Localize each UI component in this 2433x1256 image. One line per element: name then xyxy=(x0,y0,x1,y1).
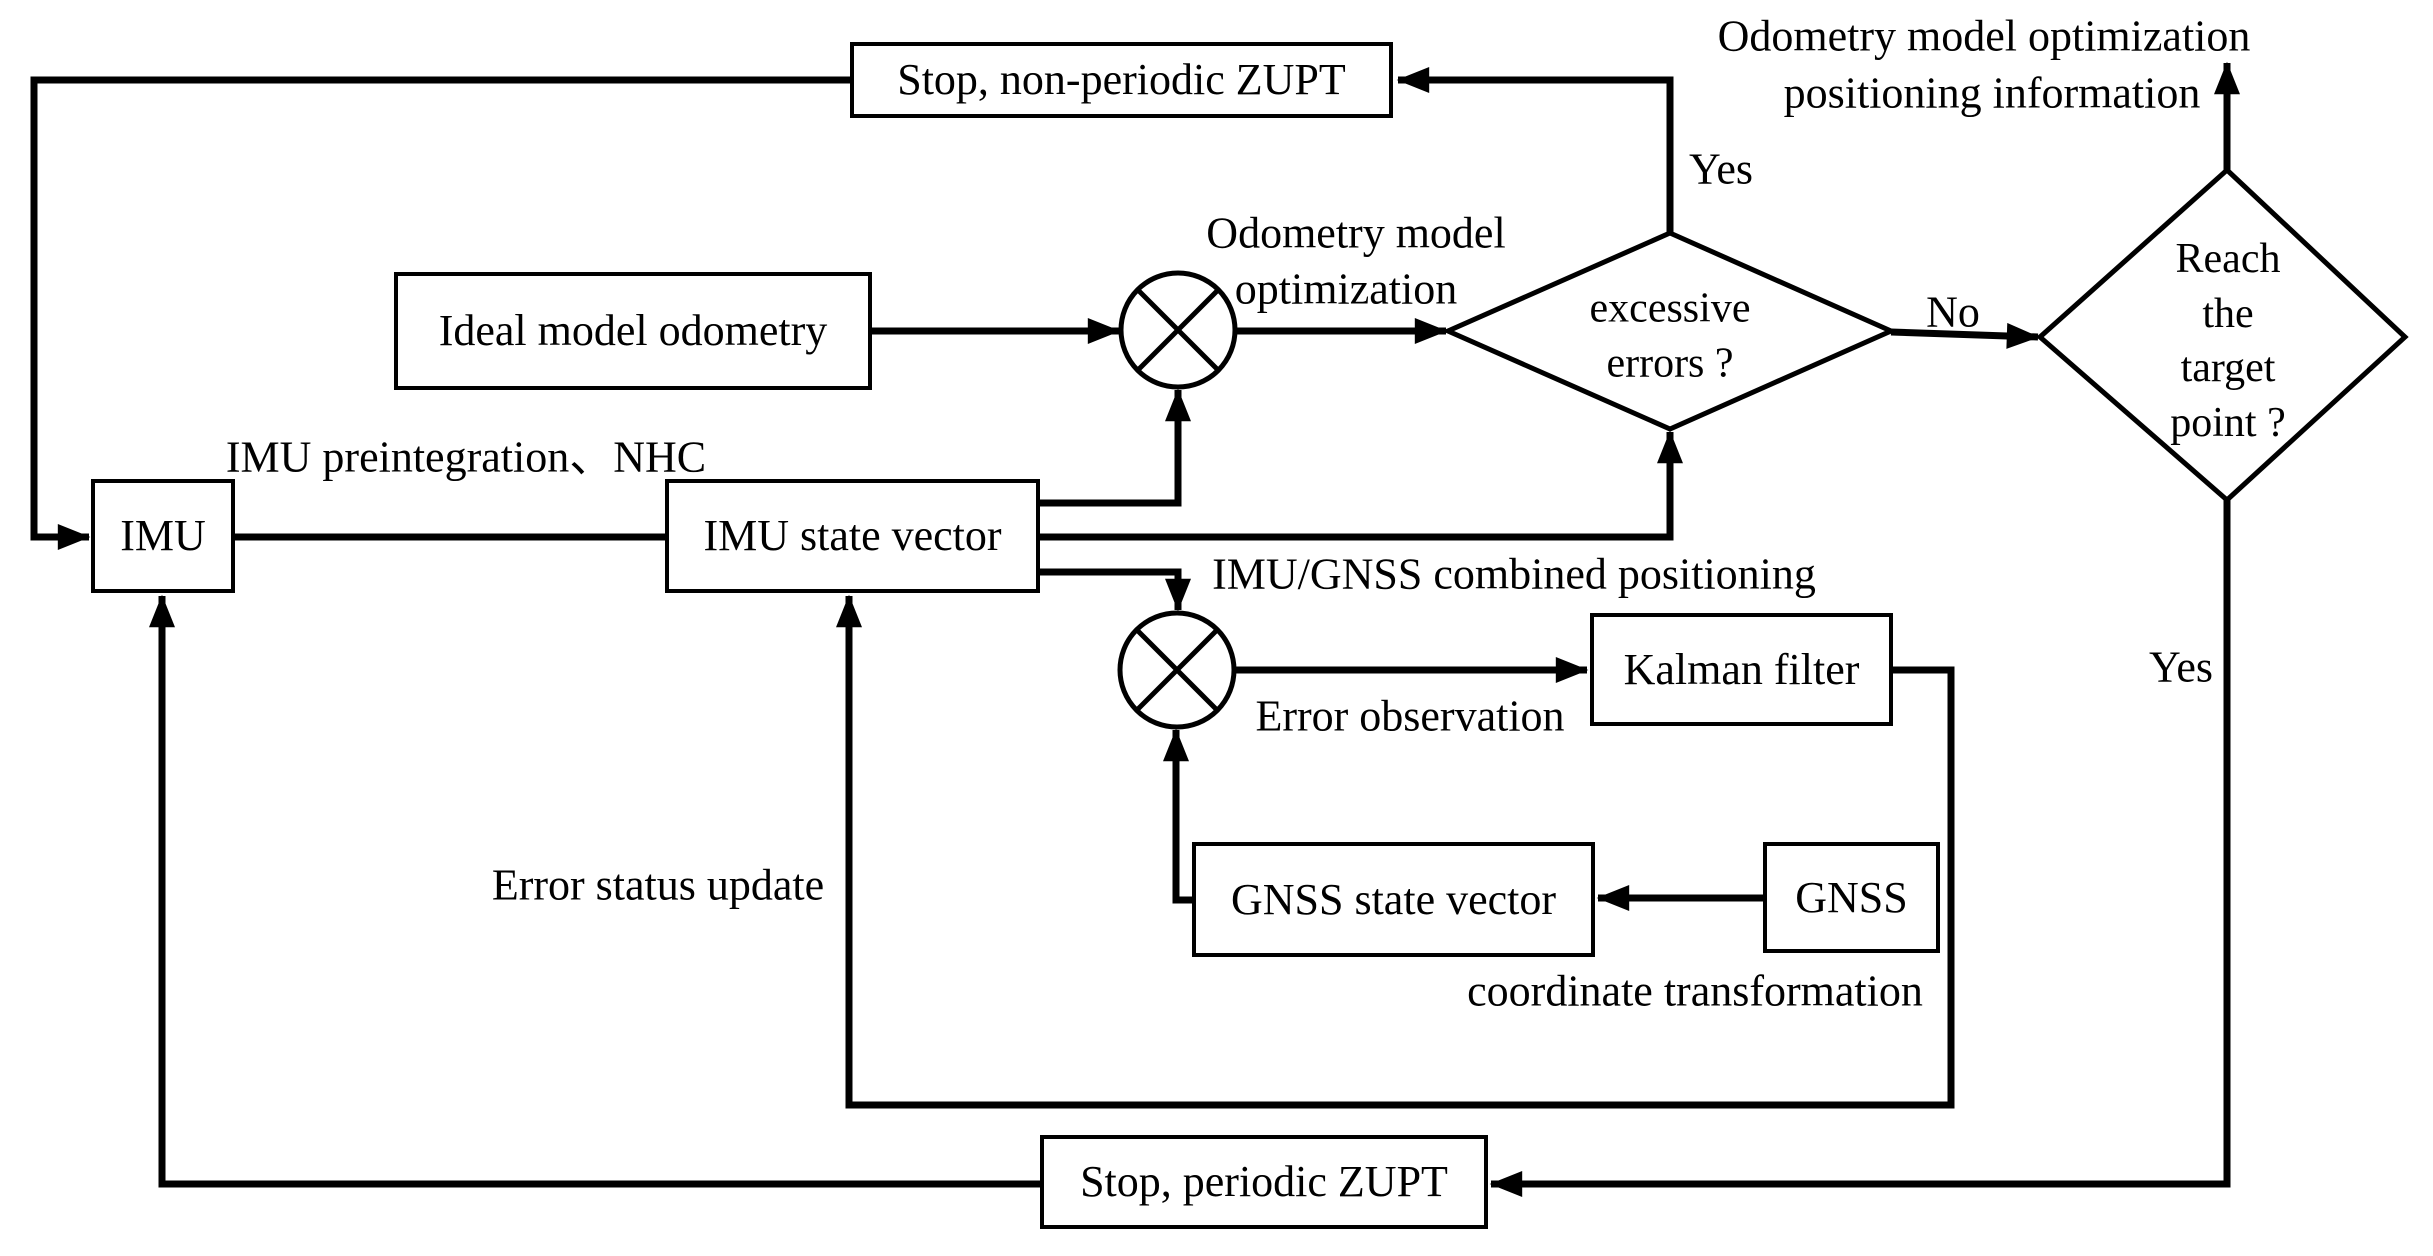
decision-excessive-errors-text: excessive errors ? xyxy=(1590,281,1751,390)
node-imu: IMU xyxy=(91,479,235,593)
arrow-yes-to-stopnonperiodic xyxy=(1396,67,1674,233)
node-gnss: GNSS xyxy=(1763,842,1940,953)
decision-line: target xyxy=(2180,345,2276,391)
arrow-statevector-to-excessive xyxy=(1040,430,1683,541)
decision-reach-target-text: Reach the target point ? xyxy=(2170,232,2285,450)
node-label: GNSS state vector xyxy=(1230,874,1557,924)
node-label: Stop, non-periodic ZUPT xyxy=(897,55,1346,104)
label-error-observation: Error observation xyxy=(1255,691,1565,741)
decision-excessive-errors xyxy=(1441,230,1898,432)
node-stop-periodic-zupt: Stop, periodic ZUPT xyxy=(1040,1135,1488,1229)
label-odometry-model-line2: optimization xyxy=(1234,264,1458,314)
decision-line: the xyxy=(2202,290,2254,337)
node-label: Stop, periodic ZUPT xyxy=(1080,1157,1448,1206)
arrow-yes-to-stopperiodic xyxy=(1489,500,2231,1197)
arrow-kalman-feedback-to-statevector xyxy=(836,594,1955,1109)
label-yes-top: Yes xyxy=(1688,144,1754,194)
decision-line: errors ? xyxy=(1606,340,1734,386)
arrow-statevector-to-junction1 xyxy=(1040,388,1191,507)
node-label: Kalman filter xyxy=(1623,644,1860,694)
node-stop-non-periodic-zupt: Stop, non-periodic ZUPT xyxy=(850,42,1393,118)
label-odometry-model-line1: Odometry model xyxy=(1206,208,1506,258)
node-imu-state-vector: IMU state vector xyxy=(665,479,1040,593)
label-imu-preintegration-nhc: IMU preintegration、NHC xyxy=(225,432,707,482)
decision-line: point ? xyxy=(2170,399,2286,446)
arrow-gnssstatevector-to-junction2 xyxy=(1163,728,1192,904)
label-no: No xyxy=(1926,287,1980,337)
label-imu-gnss-combined-positioning: IMU/GNSS combined positioning xyxy=(1212,549,1816,599)
node-label: IMU xyxy=(120,511,206,560)
odometry-junction xyxy=(1118,270,1238,390)
node-label: Ideal model odometry xyxy=(438,306,828,355)
label-yes-right: Yes xyxy=(2148,642,2214,692)
label-coordinate-transformation: coordinate transformation xyxy=(1467,966,1923,1016)
arrow-stopperiodic-to-imu xyxy=(149,594,1040,1188)
arrow-no-to-reachtarget xyxy=(1890,322,2040,349)
decision-reach-target xyxy=(2036,166,2409,504)
node-label: GNSS xyxy=(1795,872,1908,922)
label-output-line1: Odometry model optimization xyxy=(1717,11,2251,61)
arrow-statevector-to-junction2 xyxy=(1040,568,1191,612)
decision-line: excessive xyxy=(1589,285,1751,332)
label-error-status-update: Error status update xyxy=(491,860,825,910)
node-label: IMU state vector xyxy=(703,511,1002,560)
label-output-line2: positioning information xyxy=(1783,68,2201,118)
arrow-stopnonperiodic-to-imu xyxy=(30,76,853,550)
imu-gnss-junction xyxy=(1117,610,1237,730)
decision-line: Reach xyxy=(2175,235,2281,282)
node-gnss-state-vector: GNSS state vector xyxy=(1192,842,1595,957)
node-kalman-filter: Kalman filter xyxy=(1590,613,1893,726)
node-ideal-model-odometry: Ideal model odometry xyxy=(394,272,872,390)
